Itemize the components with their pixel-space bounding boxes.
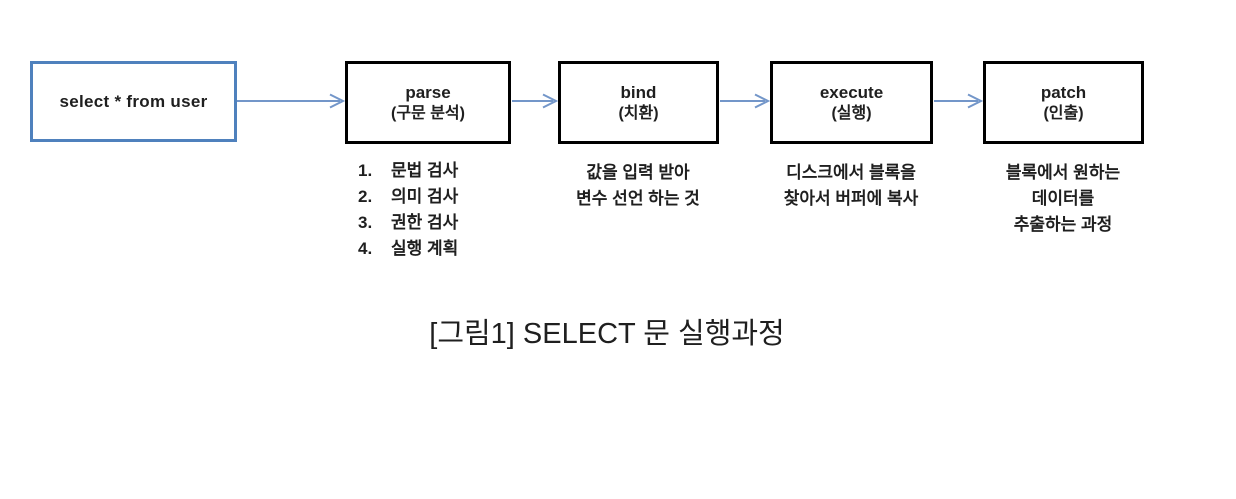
flow-box-parse: parse (구문 분석) bbox=[345, 61, 511, 144]
step-title: parse bbox=[405, 82, 451, 102]
list-item-text: 권한 검사 bbox=[391, 213, 459, 232]
list-item-number: 2. bbox=[358, 187, 373, 206]
patch-notes: 블록에서 원하는 데이터를 추출하는 과정 bbox=[967, 160, 1159, 238]
note-line: 블록에서 원하는 bbox=[1005, 163, 1121, 182]
step-subtitle: (실행) bbox=[831, 104, 872, 122]
step-subtitle: (인출) bbox=[1043, 104, 1084, 122]
list-item-text: 의미 검사 bbox=[391, 187, 459, 206]
list-item-number: 4. bbox=[358, 239, 373, 258]
sql-source-box: select * from user bbox=[30, 61, 237, 142]
list-item-number: 1. bbox=[358, 161, 373, 180]
bind-notes: 값을 입력 받아 변수 선언 하는 것 bbox=[550, 160, 726, 212]
arrow-right-icon bbox=[934, 93, 984, 109]
arrow-right-icon bbox=[720, 93, 771, 109]
list-item-text: 문법 검사 bbox=[391, 161, 459, 180]
arrow-right-icon bbox=[512, 93, 559, 109]
parse-notes-list: 1. 문법 검사 2. 의미 검사 3. 권한 검사 4. 실행 계획 bbox=[358, 158, 458, 262]
flow-box-bind: bind (치환) bbox=[558, 61, 719, 144]
list-item: 1. 문법 검사 bbox=[358, 158, 458, 184]
step-title: bind bbox=[620, 82, 657, 102]
step-title: execute bbox=[819, 82, 884, 102]
step-subtitle: (치환) bbox=[618, 104, 659, 122]
flow-box-execute: execute (실행) bbox=[770, 61, 933, 144]
step-subtitle: (구문 분석) bbox=[391, 104, 465, 122]
list-item-text: 실행 계획 bbox=[391, 239, 459, 258]
note-line: 디스크에서 블록을 bbox=[786, 163, 916, 182]
list-item: 2. 의미 검사 bbox=[358, 184, 458, 210]
list-item-number: 3. bbox=[358, 213, 373, 232]
note-line: 데이터를 bbox=[1031, 189, 1095, 208]
note-line: 값을 입력 받아 bbox=[586, 163, 690, 182]
note-line: 찾아서 버퍼에 복사 bbox=[783, 189, 919, 208]
list-item: 4. 실행 계획 bbox=[358, 236, 458, 262]
step-title: patch bbox=[1040, 82, 1087, 102]
arrow-right-icon bbox=[237, 93, 346, 109]
sql-source-label: select * from user bbox=[59, 91, 208, 111]
figure-caption: [그림1] SELECT 문 실행과정 bbox=[429, 318, 785, 350]
execute-notes: 디스크에서 블록을 찾아서 버퍼에 복사 bbox=[755, 160, 947, 212]
note-line: 변수 선언 하는 것 bbox=[576, 189, 700, 208]
flow-box-patch: patch (인출) bbox=[983, 61, 1144, 144]
note-line: 추출하는 과정 bbox=[1013, 215, 1113, 234]
list-item: 3. 권한 검사 bbox=[358, 210, 458, 236]
